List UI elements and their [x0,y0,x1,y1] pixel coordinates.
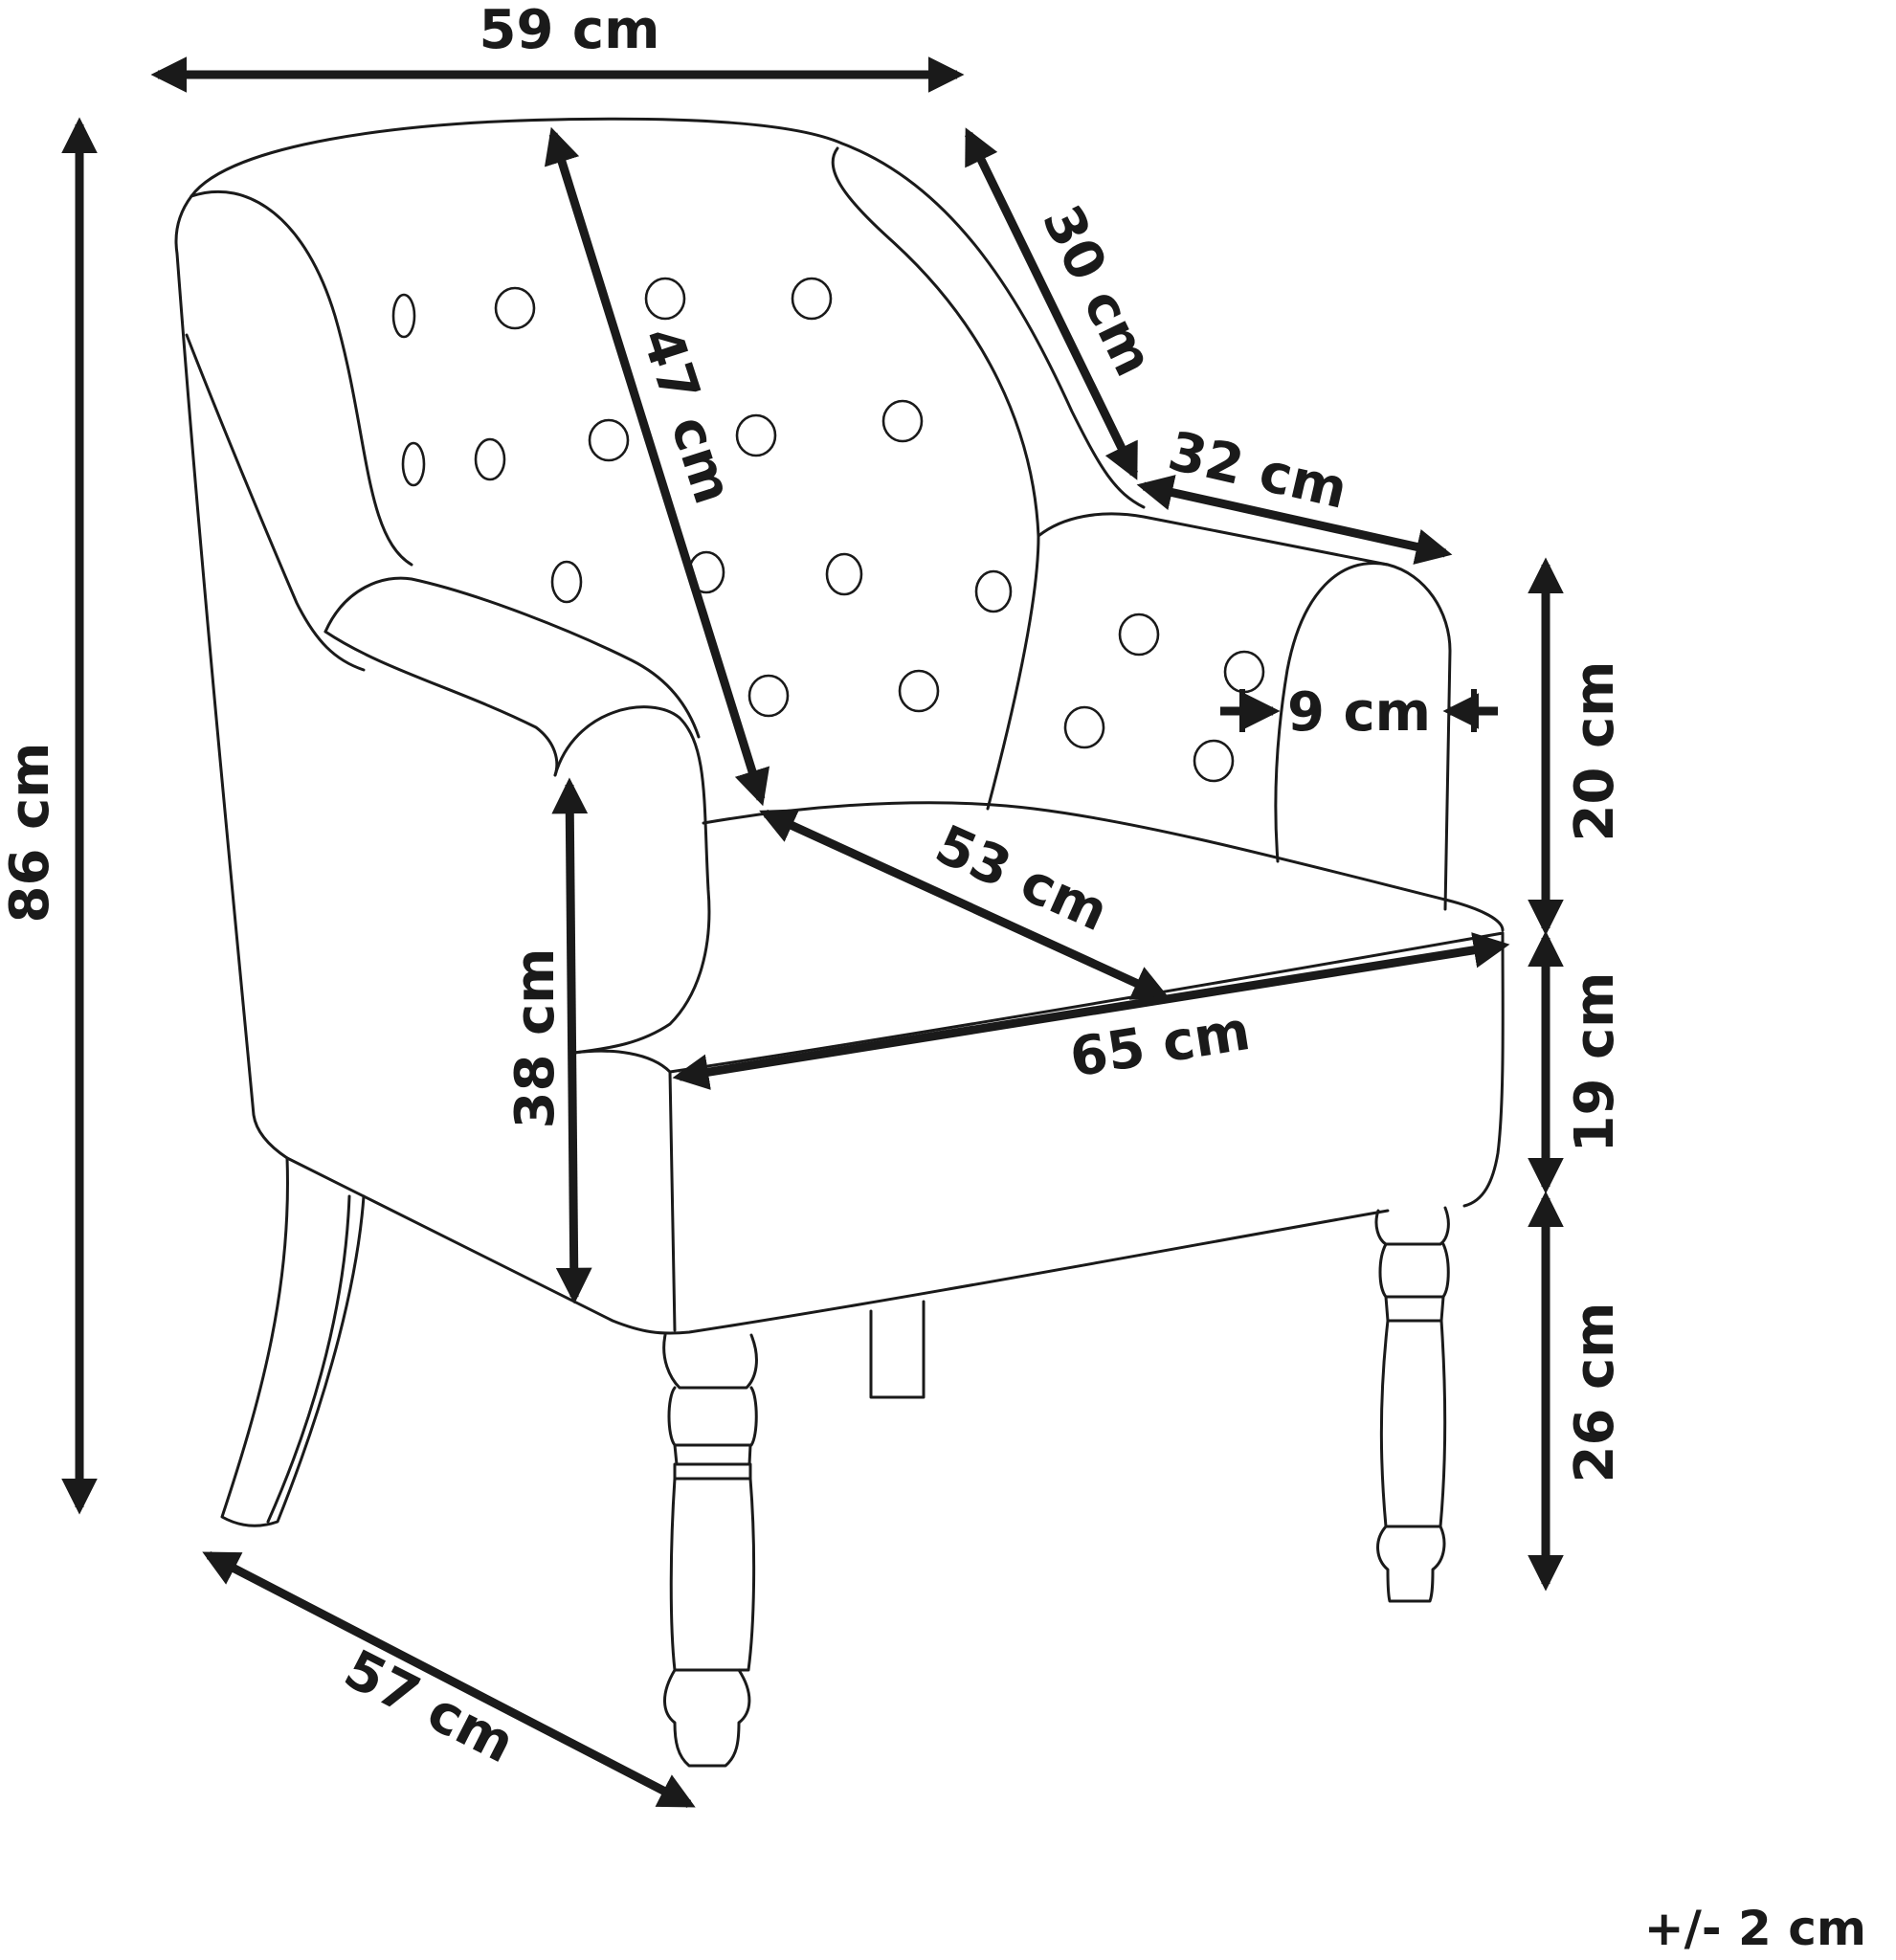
seat-cushion-right-edge [1462,931,1505,1208]
tuft-button [1193,739,1235,783]
left-arm-band [323,630,559,777]
left-back-leg [220,1156,366,1527]
dim-armrest-width [1220,689,1498,732]
tuft-button [391,293,416,339]
tuft-button [1063,705,1105,749]
tuft-button [881,399,924,443]
armchair-illustration [174,117,1505,1768]
back-panel-right [986,534,1040,811]
dim-label-backrest-height: 47 cm [629,320,744,511]
left-arm-front-face [572,1049,672,1074]
dim-label-leg-height: 26 cm [1564,1303,1626,1483]
dim-label-seat-depth: 53 cm [926,813,1117,944]
tuft-button [974,569,1013,613]
dim-line-seat-width [672,932,1510,1090]
tuft-button [898,669,940,713]
front-left-leg [662,1333,758,1768]
dim-label-height-total: 86 cm [0,743,61,924]
right-armrest-inner [1274,562,1390,863]
dim-label-back-top-depth: 30 cm [1030,196,1165,386]
tuft-button [735,413,777,457]
tuft-button [588,418,630,462]
left-arm-front-scroll [553,705,711,1055]
dim-line-arm-side-height [551,777,592,1304]
dim-label-armrest-width: 9 cm [1287,681,1431,744]
dim-label-depth-bottom: 57 cm [334,1638,524,1776]
tuft-button [825,552,863,596]
left-armrest-top [323,576,701,739]
left-side-panel-inner [185,333,366,672]
dim-line-depth-bottom [202,1551,696,1808]
dim-label-armrest-height-above-seat: 20 cm [1564,661,1626,842]
seat-cushion-front [668,1070,677,1332]
tuft-button [550,560,583,604]
tuft-button [401,441,426,487]
tuft-button [474,437,506,481]
dim-label-arm-side-height: 38 cm [504,948,567,1129]
tuft-button [1118,612,1160,657]
tuft-button [747,674,790,718]
tuft-button [791,277,833,321]
dim-label-armrest-length: 32 cm [1163,420,1353,522]
left-outer-side [174,194,289,1160]
dim-label-seat-cushion-height: 19 cm [1564,972,1626,1153]
front-right-leg [1374,1206,1450,1603]
left-back-leg-inner [266,1194,351,1524]
tuft-button [644,277,686,321]
rear-center-leg [869,1300,926,1399]
tuft-button [494,286,536,330]
dim-line-backrest-height [544,126,770,807]
dim-line-armrest-length [1136,475,1453,565]
bottom-rail [285,1156,1390,1335]
dim-line-back-top-depth [964,127,1139,480]
left-wing-inner [190,190,413,567]
tolerance-note: +/- 2 cm [1644,1901,1866,1956]
tuft-button [1223,650,1265,694]
dim-label-width-top: 59 cm [480,0,660,61]
